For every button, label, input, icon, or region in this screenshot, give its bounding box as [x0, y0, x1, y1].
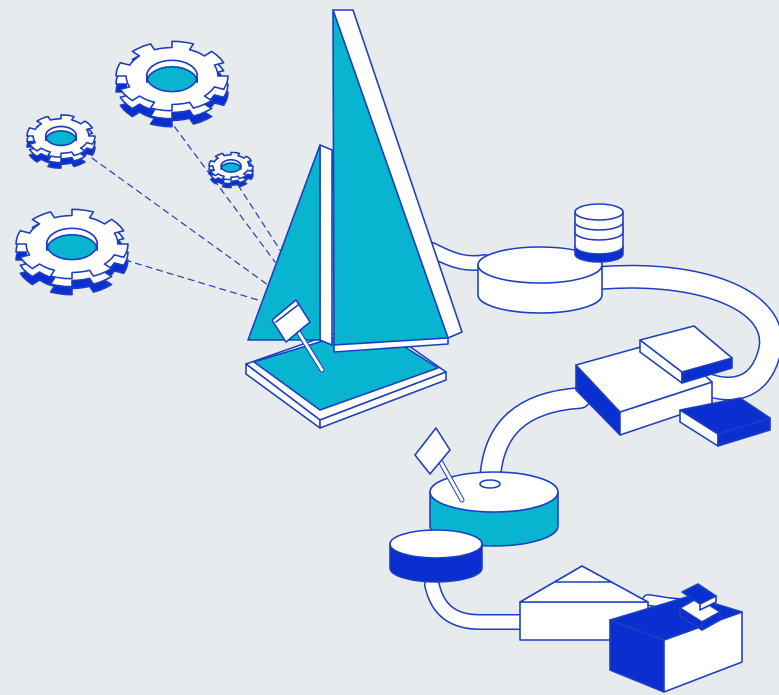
pipeline-box-cluster: [575, 325, 771, 447]
gear-icon: [115, 40, 229, 128]
gear-icon: [26, 114, 96, 169]
gear-icon: [208, 151, 254, 189]
pipeline-cylinder-blue: [389, 529, 483, 583]
sailboat: [245, 9, 463, 429]
gear-group: [15, 40, 254, 296]
pipeline-final-block: [609, 583, 743, 693]
pipeline-cylinder-top: [477, 246, 603, 314]
gear-connector-lines: [91, 117, 281, 301]
flag-icon: [414, 427, 465, 503]
database-icon: [574, 203, 624, 263]
flag-icon: [271, 299, 325, 373]
gear-icon: [15, 208, 129, 296]
